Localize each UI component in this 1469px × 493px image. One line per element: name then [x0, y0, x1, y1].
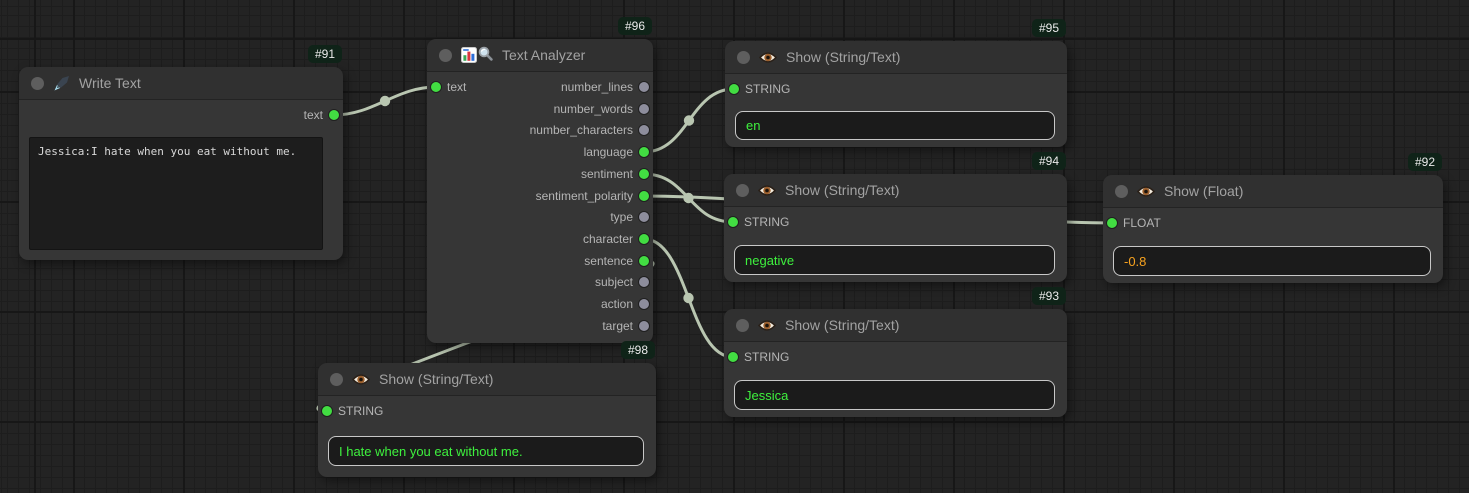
node-id-badge: #93 — [1031, 287, 1066, 305]
input-slot-label: STRING — [744, 215, 790, 229]
node-header[interactable]: Show (String/Text) — [724, 174, 1067, 207]
output-slot-label: language — [583, 145, 633, 160]
collapse-dot[interactable] — [736, 318, 749, 332]
value-display-box[interactable]: -0.8 — [1113, 246, 1431, 276]
output-port[interactable] — [638, 319, 650, 332]
output-slot-label: number_lines — [560, 80, 633, 94]
node-title: Text Analyzer — [502, 47, 586, 63]
input-port[interactable] — [1106, 217, 1118, 229]
eye-icon — [758, 184, 776, 197]
output-port[interactable] — [328, 109, 340, 121]
value-display-box[interactable]: en — [735, 111, 1055, 140]
node-id-badge: #95 — [1031, 19, 1066, 37]
input-slot-label: STRING — [338, 404, 384, 418]
output-port[interactable] — [638, 211, 650, 224]
pen-icon — [53, 75, 70, 92]
input-port[interactable] — [727, 351, 739, 363]
value-display-box[interactable]: negative — [734, 245, 1055, 275]
node-title: Show (String/Text) — [379, 371, 494, 387]
eye-icon — [352, 373, 370, 386]
collapse-dot[interactable] — [736, 183, 749, 197]
eye-icon — [758, 319, 776, 332]
node-header[interactable]: Show (Float) — [1103, 175, 1443, 208]
output-port[interactable] — [638, 146, 650, 159]
collapse-dot[interactable] — [31, 76, 44, 90]
output-slot-label: number_words — [553, 101, 633, 116]
output-slot-label: number_characters — [529, 123, 633, 138]
collapse-dot[interactable] — [330, 372, 343, 386]
output-slot-label: subject — [594, 275, 633, 290]
magnifier-icon — [478, 46, 493, 61]
node-header[interactable]: Write Text — [19, 67, 343, 100]
node-id-badge: #91 — [307, 45, 342, 63]
node-id-badge: #94 — [1031, 152, 1066, 170]
value-display-box[interactable]: I hate when you eat without me. — [328, 436, 644, 466]
link-midpoint-dot[interactable] — [683, 292, 694, 304]
node-title: Write Text — [79, 75, 141, 91]
link-midpoint-dot[interactable] — [379, 95, 391, 107]
collapse-dot[interactable] — [439, 48, 452, 62]
output-port[interactable] — [638, 276, 650, 289]
output-port[interactable] — [638, 298, 650, 310]
node-title: Show (Float) — [1164, 183, 1244, 199]
output-slot-label: type — [610, 210, 633, 225]
output-slot-label: sentiment — [580, 166, 633, 181]
output-port[interactable] — [638, 81, 650, 93]
collapse-dot[interactable] — [1115, 184, 1128, 198]
input-port[interactable] — [321, 405, 333, 417]
output-slot-label: sentence — [584, 253, 633, 268]
input-port[interactable] — [727, 216, 739, 228]
input-slot-label: STRING — [744, 350, 790, 364]
eye-icon — [1137, 185, 1155, 198]
input-port[interactable] — [728, 83, 740, 95]
output-port[interactable] — [638, 167, 650, 180]
node-id-badge: #92 — [1407, 153, 1442, 171]
node-id-badge: #96 — [617, 17, 652, 35]
input-slot-label: FLOAT — [1123, 216, 1161, 230]
node-header[interactable]: Show (String/Text) — [724, 309, 1067, 342]
output-slot-label: target — [602, 318, 633, 333]
output-slot-label: action — [600, 297, 633, 311]
output-port[interactable] — [638, 189, 650, 202]
node-title: Show (String/Text) — [786, 49, 901, 65]
bar-chart-icon — [461, 47, 477, 63]
node-id-badge: #98 — [620, 341, 655, 359]
output-port[interactable] — [638, 124, 650, 137]
node-title: Show (String/Text) — [785, 317, 900, 333]
node-header[interactable]: Text Analyzer — [427, 39, 653, 72]
input-slot-label: text — [447, 80, 467, 94]
output-slot-label: sentiment_polarity — [535, 188, 633, 203]
output-slot-label: character — [582, 231, 633, 246]
link-midpoint-dot[interactable] — [683, 115, 695, 126]
value-display-box[interactable]: Jessica — [734, 380, 1055, 410]
eye-icon — [759, 51, 777, 64]
collapse-dot[interactable] — [737, 50, 750, 64]
output-slot-label: text — [303, 108, 323, 122]
output-port[interactable] — [638, 232, 650, 245]
node-header[interactable]: Show (String/Text) — [318, 363, 656, 396]
node-title: Show (String/Text) — [785, 182, 900, 198]
node-header[interactable]: Show (String/Text) — [725, 41, 1067, 74]
output-port[interactable] — [638, 102, 650, 115]
text-input-widget[interactable] — [29, 137, 323, 250]
input-slot-label: STRING — [745, 82, 791, 96]
output-port[interactable] — [638, 254, 650, 267]
input-port[interactable] — [430, 81, 442, 93]
